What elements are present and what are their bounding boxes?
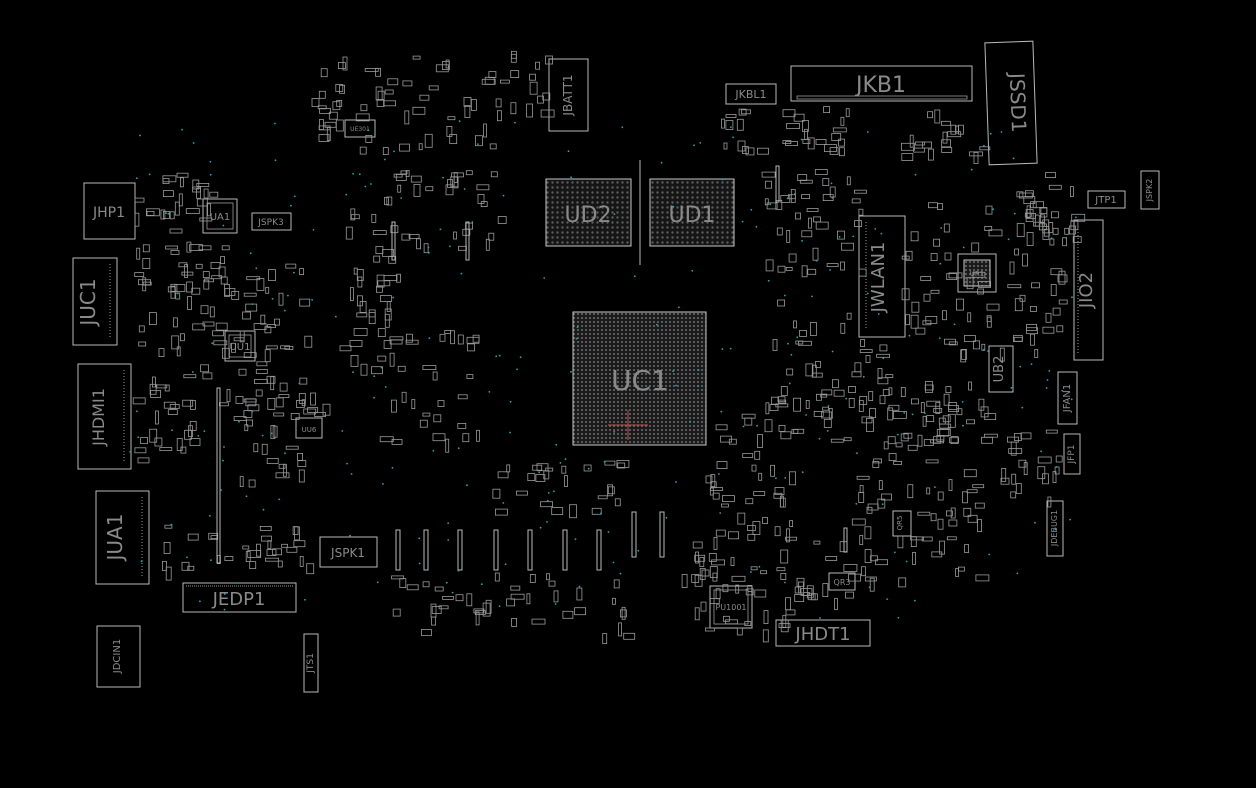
ub2-label: UB2 [992,356,1007,383]
connector-jedp1[interactable]: JEDP1 [182,582,297,613]
jhdt1-label: JHDT1 [794,624,850,645]
jkbl1-label: JKBL1 [734,88,766,101]
jdcin1-label: JDCIN1 [112,639,123,674]
jspk3-label: JSPK3 [257,218,283,228]
connector-jkb1[interactable]: JKB1 [790,65,973,102]
component-uc1[interactable]: UC1 [572,311,707,446]
uc1-label: UC1 [611,364,669,397]
ur1-label: UR1 [970,270,984,278]
jfp1-label: JFP1 [1067,445,1077,465]
jhp1-label: JHP1 [92,205,125,221]
jssd1-label: JSSD1 [1005,71,1031,133]
connector-jspk1[interactable]: JSPK1 [319,536,378,568]
component-qr5[interactable]: QR5 [892,510,912,537]
jts1-label: JTS1 [306,653,316,674]
connector-jspk2[interactable]: JSPK2 [1140,170,1160,210]
connector-jfp1[interactable]: JFP1 [1063,433,1081,475]
connector-jdebug1[interactable]: JDEBUG1 [1046,500,1064,557]
ud1-label: UD1 [668,203,715,228]
connector-jua1[interactable]: JUA1 [95,490,150,585]
ud2-label: UD2 [564,203,611,228]
connector-jhdt1[interactable]: JHDT1 [775,619,871,647]
connector-jssd1[interactable]: JSSD1 [984,40,1038,166]
pu1001-label: PU1001 [715,603,746,612]
juc1-label: JUC1 [76,278,100,327]
jhdmi1-label: JHDMI1 [89,388,108,447]
component-qr3[interactable]: QR3 [828,572,856,591]
component-ua1[interactable]: UA1 [202,198,238,234]
connector-jdcin1[interactable]: JDCIN1 [96,625,141,688]
connector-jspk3[interactable]: JSPK3 [251,212,292,231]
component-uu6[interactable]: UU6 [295,417,323,439]
jdebug1-label: JDEBUG1 [1050,510,1059,547]
qr3-label: QR3 [834,578,851,587]
connector-jhp1[interactable]: JHP1 [83,182,136,240]
jua1-label: JUA1 [103,514,127,563]
uu6-label: UU6 [302,426,317,434]
qr5-label: QR5 [896,516,904,531]
jio2-label: JIO2 [1076,272,1097,309]
connector-jbatt1[interactable]: JBATT1 [548,58,589,132]
connector-juc1[interactable]: JUC1 [72,257,118,346]
connector-jfan1[interactable]: JFAN1 [1057,371,1078,425]
component-ub2[interactable]: UB2 [988,345,1014,393]
jtp1-label: JTP1 [1094,195,1116,206]
ua1-label: UA1 [210,212,231,223]
ue301-label: UE301 [350,126,370,133]
connector-jts1[interactable]: JTS1 [303,633,319,693]
jedp1-label: JEDP1 [212,589,266,610]
jfan1-label: JFAN1 [1062,384,1073,413]
uu1-label: UU1 [229,342,250,353]
connector-jkbl1[interactable]: JKBL1 [725,83,777,105]
connector-jio2[interactable]: JIO2 [1073,219,1104,361]
jspk1-label: JSPK1 [330,546,365,560]
connector-jtp1[interactable]: JTP1 [1087,190,1126,209]
smd-components [132,50,1086,644]
via-field [129,120,1077,619]
jwlan1-label: JWLAN1 [868,242,889,314]
jbatt1-label: JBATT1 [561,74,575,116]
jspk2-label: JSPK2 [1145,179,1154,203]
component-ue301[interactable]: UE301 [344,119,376,138]
jkb1-label: JKB1 [854,73,906,98]
component-ud2[interactable]: UD2 [545,178,632,247]
component-ud1[interactable]: UD1 [649,178,735,247]
connector-jhdmi1[interactable]: JHDMI1 [77,363,132,470]
